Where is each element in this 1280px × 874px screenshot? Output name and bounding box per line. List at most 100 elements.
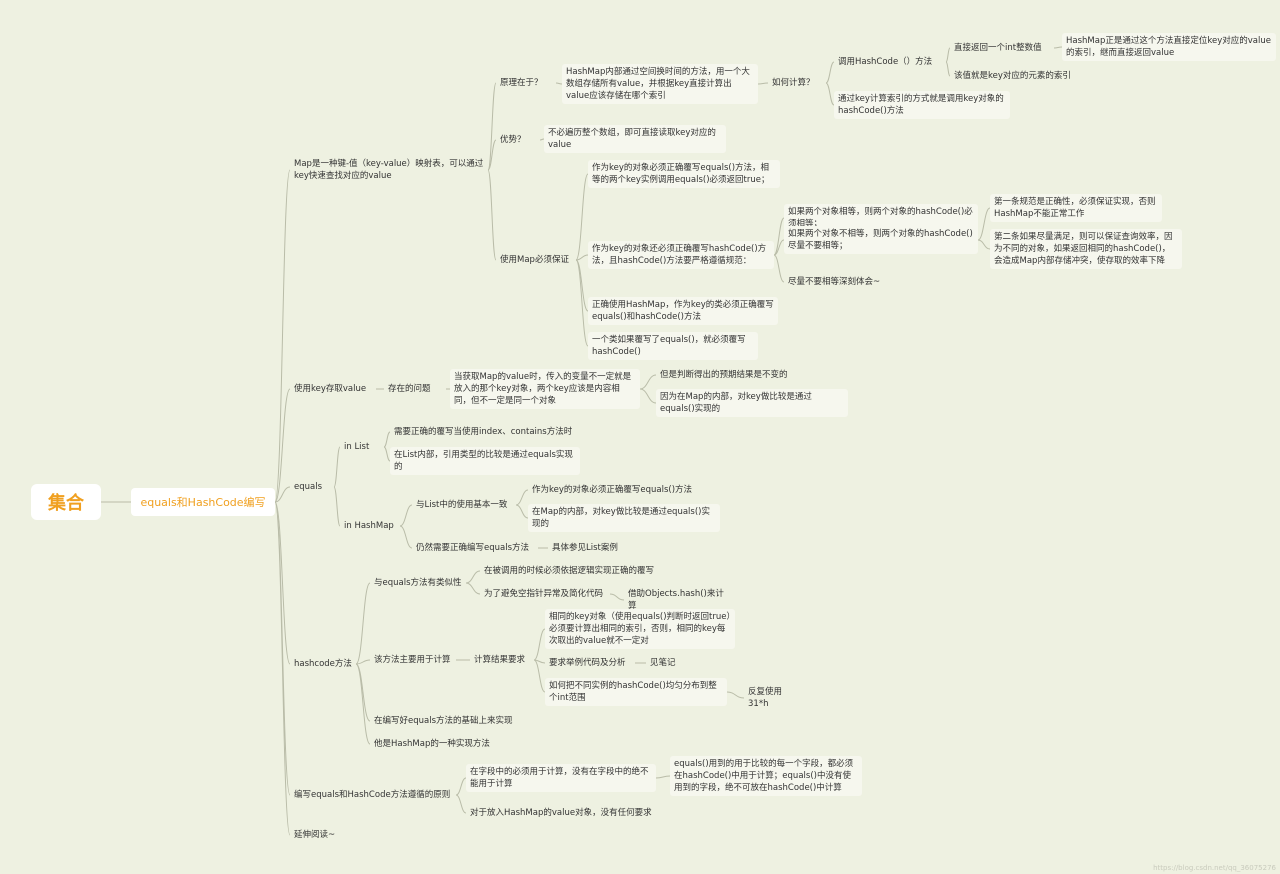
node-hm1[interactable]: 作为key的对象必须正确覆写equals()方法 bbox=[528, 482, 698, 498]
node-spec1[interactable]: 第一条规范是正确性，必须保证实现，否则HashMap不能正常工作 bbox=[990, 194, 1162, 222]
node-same-as-list[interactable]: 与List中的使用基本一致 bbox=[412, 497, 516, 513]
connector-node-yuanli-node-yuanli-desc bbox=[555, 82, 563, 85]
watermark: https://blog.csdn.net/qq_36075276 bbox=[1153, 864, 1276, 872]
connector-topic-node-node-hashcode bbox=[274, 501, 291, 665]
connector-node-calc-req-node-req3 bbox=[533, 659, 546, 693]
connector-node-ruhe-node-key-calc bbox=[825, 82, 835, 106]
node-use31[interactable]: 反复使用31*h bbox=[744, 684, 806, 712]
connector-node-rule-neq-node-spec1 bbox=[977, 207, 991, 241]
connector-node-call-hashcode-node-value-index bbox=[945, 61, 951, 77]
node-hashcode[interactable]: hashcode方法 bbox=[290, 656, 356, 672]
connector-node-equals-node-in-list bbox=[333, 446, 341, 488]
node-hashmap-locate[interactable]: HashMap正是通过这个方法直接定位key对应的value的索引，继而直接返回… bbox=[1062, 33, 1276, 61]
node-ensure2[interactable]: 作为key的对象还必须正确覆写hashCode()方法，且hashCode()方… bbox=[588, 241, 774, 269]
node-list2[interactable]: 在List内部，引用类型的比较是通过equals实现的 bbox=[390, 447, 580, 475]
connector-node-ensure2-node-rule-eq bbox=[773, 217, 785, 256]
connector-node-pr1-node-pr1-desc bbox=[655, 775, 671, 779]
connector-node-return-int-node-hashmap-locate bbox=[1053, 46, 1063, 49]
connector-node-calc-req-node-req1 bbox=[533, 628, 546, 661]
node-still-need[interactable]: 仍然需要正确编写equals方法 bbox=[412, 540, 538, 556]
node-ruhe[interactable]: 如何计算？ bbox=[768, 75, 826, 91]
node-see-list[interactable]: 具体参见List案例 bbox=[548, 540, 632, 556]
node-equals[interactable]: equals bbox=[290, 479, 334, 495]
node-req2[interactable]: 要求举例代码及分析 bbox=[545, 655, 635, 671]
node-req3[interactable]: 如何把不同实例的hashCode()均匀分布到整个int范围 bbox=[545, 678, 727, 706]
node-calc-req[interactable]: 计算结果要求 bbox=[470, 652, 534, 668]
node-list1[interactable]: 需要正确的覆写当使用index、contains方法时 bbox=[390, 424, 578, 440]
root-node[interactable]: 集合 bbox=[31, 484, 101, 520]
node-problem-desc[interactable]: 当获取Map的value时，传入的变量不一定就是放入的那个key对象，两个key… bbox=[450, 369, 640, 409]
connector-node-must-ensure-node-ensure2 bbox=[575, 254, 589, 261]
connector-node-similar-node-sim1 bbox=[465, 570, 481, 584]
connector-topic-node-node-equals bbox=[274, 486, 291, 503]
node-map-def[interactable]: Map是一种键-值（key-value）映射表，可以通过key快速查找对应的va… bbox=[290, 156, 488, 184]
node-ensure4[interactable]: 一个类如果覆写了equals()，就必须覆写hashCode() bbox=[588, 332, 758, 360]
node-sim2[interactable]: 为了避免空指针异常及简化代码 bbox=[480, 586, 610, 602]
connector-node-similar-node-sim2 bbox=[465, 582, 481, 595]
connector-node-ruhe-node-call-hashcode bbox=[825, 61, 835, 84]
node-extend[interactable]: 延伸阅读~ bbox=[290, 827, 342, 843]
node-impl[interactable]: 他是HashMap的一种实现方法 bbox=[370, 736, 496, 752]
connector-topic-node-node-map-def bbox=[274, 169, 291, 503]
node-in-hashmap[interactable]: in HashMap bbox=[340, 518, 400, 534]
node-spec2[interactable]: 第二条如果尽量满足，则可以保证查询效率，因为不同的对象，如果返回相同的hashC… bbox=[990, 229, 1182, 269]
connector-node-must-ensure-node-ensure1 bbox=[575, 173, 589, 261]
node-problem[interactable]: 存在的问题 bbox=[384, 381, 446, 397]
connector-node-map-def-node-youshi bbox=[487, 139, 497, 171]
node-result-same[interactable]: 但是判断得出的预期结果是不变的 bbox=[656, 367, 802, 383]
node-mainly-calc[interactable]: 该方法主要用于计算 bbox=[370, 652, 456, 668]
connector-node-problem-desc-node-result-same bbox=[639, 374, 657, 390]
connector-node-in-list-node-list1 bbox=[383, 431, 391, 448]
connector-node-ensure2-node-try-not bbox=[773, 254, 785, 283]
connector-node-in-hashmap-node-still-need bbox=[399, 525, 413, 549]
node-in-list[interactable]: in List bbox=[340, 439, 384, 455]
connector-node-must-ensure-node-ensure4 bbox=[575, 259, 589, 347]
node-yuanli[interactable]: 原理在于？ bbox=[496, 75, 556, 91]
node-req1[interactable]: 相同的key对象（使用equals()判断时返回true）必须要计算出相同的索引… bbox=[545, 609, 735, 649]
connector-topic-node-node-extend bbox=[274, 501, 291, 836]
node-yuanli-desc[interactable]: HashMap内部通过空间换时间的方法，用一个大数组存储所有value，并根据k… bbox=[562, 64, 758, 104]
node-key-calc[interactable]: 通过key计算索引的方式就是调用key对象的hashCode()方法 bbox=[834, 91, 1010, 119]
connector-node-principle-node-pr2 bbox=[455, 794, 467, 814]
connector-node-call-hashcode-node-return-int bbox=[945, 47, 951, 63]
connector-node-hashcode-node-similar bbox=[355, 582, 371, 665]
connector-node-yuanli-desc-node-ruhe bbox=[757, 82, 769, 85]
connector-node-equals-node-in-hashmap bbox=[333, 486, 341, 527]
node-youshi[interactable]: 优势？ bbox=[496, 132, 540, 148]
node-rule-neq[interactable]: 如果两个对象不相等，则两个对象的hashCode()尽量不要相等； bbox=[784, 226, 978, 254]
node-pr1[interactable]: 在字段中的必须用于计算，没有在字段中的绝不能用于计算 bbox=[466, 764, 656, 792]
node-similar[interactable]: 与equals方法有类似性 bbox=[370, 575, 466, 591]
connector-node-map-def-node-must-ensure bbox=[487, 169, 497, 261]
connector-node-sim2-node-objects-hash bbox=[609, 593, 625, 601]
node-sim1[interactable]: 在被调用的时候必须依据逻辑实现正确的覆写 bbox=[480, 563, 666, 579]
node-call-hashcode[interactable]: 调用HashCode（）方法 bbox=[834, 54, 946, 70]
node-value-index[interactable]: 该值就是key对应的元素的索引 bbox=[950, 68, 1080, 84]
node-basis[interactable]: 在编写好equals方法的基础上来实现 bbox=[370, 713, 520, 729]
node-map-internal[interactable]: 因为在Map的内部，对key做比较是通过equals()实现的 bbox=[656, 389, 848, 417]
node-must-ensure[interactable]: 使用Map必须保证 bbox=[496, 252, 576, 268]
connector-node-same-as-list-node-hm1 bbox=[515, 489, 529, 506]
node-use-key[interactable]: 使用key存取value bbox=[290, 381, 376, 397]
connector-node-map-def-node-yuanli bbox=[487, 82, 497, 171]
node-try-not[interactable]: 尽量不要相等深刻体会~ bbox=[784, 274, 888, 290]
connector-node-hashcode-node-mainly-calc bbox=[355, 659, 371, 665]
connector-node-hashcode-node-basis bbox=[355, 663, 371, 722]
connector-node-hashcode-node-impl bbox=[355, 663, 371, 745]
connector-node-youshi-node-youshi-desc bbox=[539, 138, 545, 141]
node-hm2[interactable]: 在Map的内部，对key做比较是通过equals()实现的 bbox=[528, 504, 720, 532]
connector-node-principle-node-pr1 bbox=[455, 777, 467, 796]
connector-node-ensure2-node-rule-neq bbox=[773, 239, 785, 256]
topic-node[interactable]: equals和HashCode编写 bbox=[131, 488, 275, 516]
node-ensure1[interactable]: 作为key的对象必须正确覆写equals()方法，相等的两个key实例调用equ… bbox=[588, 160, 780, 188]
connector-node-req3-node-use31 bbox=[726, 691, 745, 699]
node-return-int[interactable]: 直接返回一个int整数值 bbox=[950, 40, 1054, 56]
node-pr2[interactable]: 对于放入HashMap的value对象，没有任何要求 bbox=[466, 805, 658, 821]
connector-node-same-as-list-node-hm2 bbox=[515, 504, 529, 519]
node-youshi-desc[interactable]: 不必遍历整个数组，即可直接读取key对应的value bbox=[544, 125, 726, 153]
node-principle[interactable]: 编写equals和HashCode方法遵循的原则 bbox=[290, 787, 456, 803]
node-ensure3[interactable]: 正确使用HashMap，作为key的类必须正确覆写equals()和hashCo… bbox=[588, 297, 778, 325]
node-see-notes[interactable]: 见笔记 bbox=[646, 655, 686, 671]
node-pr1-desc[interactable]: equals()用到的用于比较的每一个字段，都必须在hashCode()中用于计… bbox=[670, 756, 862, 796]
